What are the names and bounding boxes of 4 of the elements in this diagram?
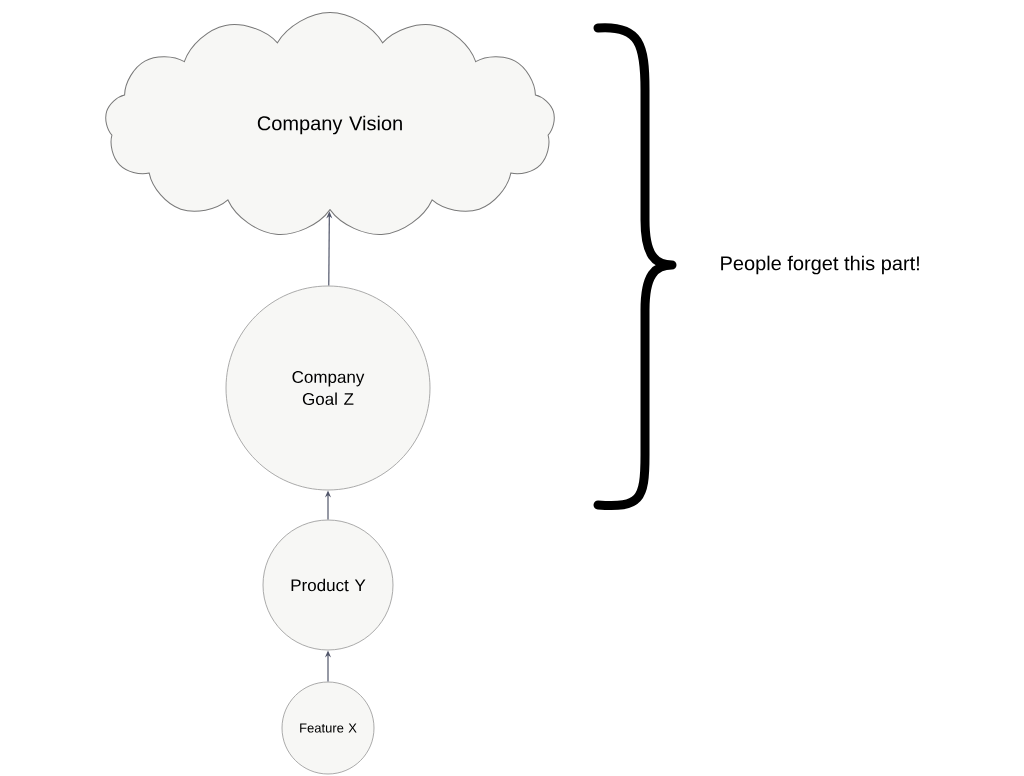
annotation-text: People forget this part! (721, 255, 919, 275)
circle-node: Product Y (262, 519, 394, 651)
circle-node: Company Goal Z (225, 285, 431, 491)
circle-node: Feature X (281, 681, 375, 775)
